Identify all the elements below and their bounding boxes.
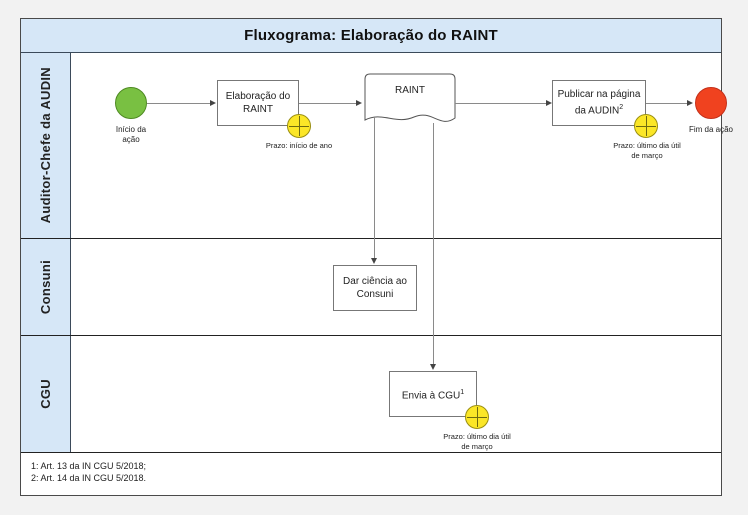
connector-raint-to-consuni-segment (374, 117, 375, 239)
arrowhead-raint-to-publicar (546, 99, 552, 106)
connector-publicar-to-fim (646, 103, 688, 104)
document-raint-label: RAINT (395, 85, 425, 96)
task-dar-ciencia-ao-consuni[interactable]: Dar ciência ao Consuni (333, 265, 417, 311)
connector-elaboracao-to-raint (299, 103, 357, 104)
page-title: Fluxograma: Elaboração do RAINT (244, 27, 498, 44)
footnote-2: 2: Art. 14 da IN CGU 5/2018. (31, 473, 147, 483)
lane-cgu: CGU Envia à CGU1 Prazo: último dia útil … (21, 336, 721, 453)
end-event-caption: Fim da ação (688, 125, 734, 134)
arrowhead-to-task-cgu (429, 364, 436, 370)
connector-raint-to-cgu-segment (433, 123, 434, 239)
lane-label-audin: Auditor-Chefe da AUDIN (38, 67, 53, 224)
timer-marker-elaboracao-icon[interactable] (287, 114, 311, 138)
lane-body-consuni: Dar ciência ao Consuni (71, 239, 721, 336)
lane-body-audin: Início da ação Elaboração do RAINT Prazo… (71, 53, 733, 239)
footnotes: 1: Art. 13 da IN CGU 5/2018; 2: Art. 14 … (21, 453, 721, 495)
task-publicar-na-pagina-da-audin[interactable]: Publicar na página da AUDIN2 (552, 80, 646, 126)
arrowhead-elaboracao-to-raint (356, 99, 362, 106)
lane-header-cgu: CGU (21, 336, 71, 452)
timer-caption-elaboracao: Prazo: início de ano (265, 141, 333, 150)
diagram-title-band: Fluxograma: Elaboração do RAINT (21, 19, 721, 53)
footnote-1: 1: Art. 13 da IN CGU 5/2018; (31, 461, 147, 471)
lane-header-audin: Auditor-Chefe da AUDIN (21, 53, 71, 238)
start-event-caption: Início da ação (115, 125, 147, 144)
timer-marker-cgu-icon[interactable] (465, 405, 489, 429)
connector-start-to-elaboracao (147, 103, 211, 104)
arrowhead-publicar-to-fim (687, 99, 693, 106)
document-raint[interactable]: RAINT (362, 73, 458, 129)
lane-label-consuni: Consuni (38, 259, 53, 315)
flowchart-diagram: Fluxograma: Elaboração do RAINT Auditor-… (20, 18, 733, 496)
end-event-fim-da-acao[interactable] (695, 87, 727, 119)
task-publicar-superscript: 2 (619, 104, 624, 112)
connector-to-task-cgu (433, 336, 434, 365)
document-raint-shape (364, 73, 456, 122)
task-elaboracao-label: Elaboração do RAINT (225, 91, 291, 115)
task-cgu-superscript: 1 (460, 388, 465, 396)
task-cgu-label: Envia à CGU1 (401, 388, 465, 402)
lane-label-cgu: CGU (38, 379, 53, 409)
lane-consuni: Consuni Dar ciência ao Consuni (21, 239, 721, 336)
task-consuni-label: Dar ciência ao Consuni (343, 276, 407, 300)
task-elaboracao-do-raint[interactable]: Elaboração do RAINT (217, 80, 299, 126)
task-publicar-label: Publicar na página da AUDIN2 (557, 89, 641, 117)
lane-body-cgu: Envia à CGU1 Prazo: último dia útil de m… (71, 336, 721, 452)
arrowhead-start-to-elaboracao (210, 99, 216, 106)
task-envia-a-cgu[interactable]: Envia à CGU1 (389, 371, 477, 417)
timer-marker-publicar-icon[interactable] (634, 114, 658, 138)
timer-caption-cgu: Prazo: último dia útil de março (443, 432, 511, 451)
lane-auditor-chefe-da-audin: Auditor-Chefe da AUDIN Início da ação El… (21, 53, 733, 239)
lane-header-consuni: Consuni (21, 239, 71, 335)
arrowhead-to-task-consuni (370, 258, 377, 264)
connector-to-task-consuni (374, 239, 375, 259)
start-event-inicio-da-acao[interactable] (115, 87, 147, 119)
connector-raint-to-publicar (455, 103, 547, 104)
connector-through-consuni-to-cgu (433, 239, 434, 336)
timer-caption-publicar: Prazo: último dia útil de março (613, 141, 681, 160)
